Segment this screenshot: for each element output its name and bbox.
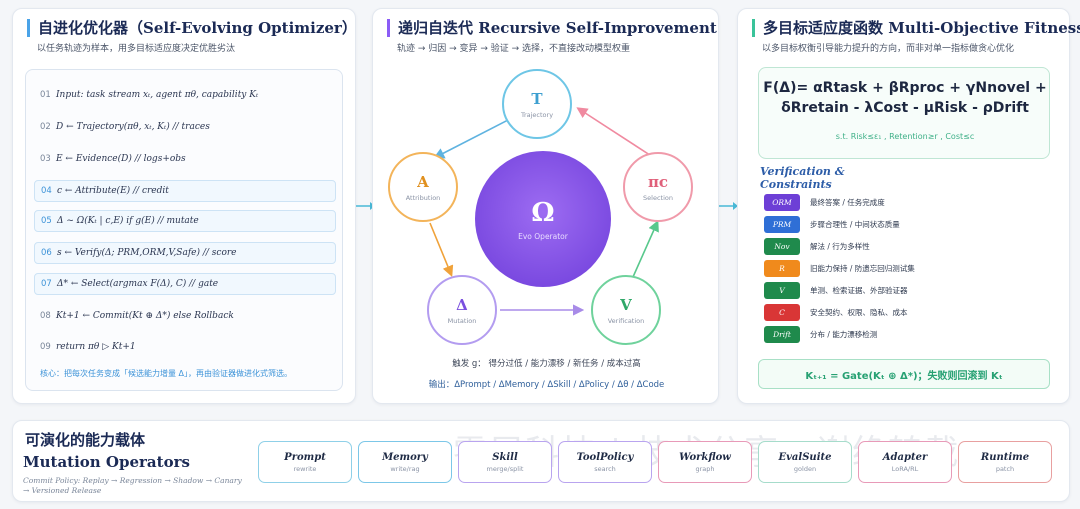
mutation-operators-panel: 零屋科技 | 技术分享，谢绝转载 可演化的能力载体 Mutation Opera…: [12, 420, 1070, 502]
evo-operator-label: Evo Operator: [518, 232, 569, 241]
verification-title: Verification &Constraints: [760, 165, 845, 191]
formula-line-2: δRretain - λCost - μRisk - ρDrift: [781, 100, 1029, 116]
badge-c: C: [764, 303, 800, 321]
trigger-note: 触发 g： 得分过低 / 能力漂移 / 新任务 / 成本过高: [452, 359, 641, 369]
optimizer-panel: 自进化优化器（Self-Evolving Optimizer） 以任务轨迹为样本…: [12, 8, 357, 404]
edge-trajectory-attribution: [433, 118, 511, 159]
cycle-diagram: Ω Evo Operator: [429, 107, 659, 316]
commit-policy: Commit Policy: Replay → Regression → Sha…: [23, 476, 242, 495]
badge-nov: Nov: [764, 237, 800, 255]
formula-line-1: F(Δ)= αRtask + βRproc + γNnovel +: [763, 80, 1047, 96]
output-note: 输出：ΔPrompt / ΔMemory / ΔSkill / ΔPolicy …: [428, 380, 665, 390]
edge-selection-trajectory: [576, 107, 657, 160]
badge-prm: PRM: [764, 215, 800, 233]
recursive-title: 递归自迭代 Recursive Self-Improvement: [387, 19, 717, 37]
badge-v: V: [764, 281, 800, 299]
recursive-panel: 递归自迭代 Recursive Self-Improvement 轨迹 → 归因…: [372, 8, 719, 404]
edge-attribution-mutation: [429, 222, 454, 277]
formula-constraints: s.t. Risk≤ε₁ , Retention≥r , Cost≤c: [835, 132, 975, 141]
badge-r: R: [764, 259, 800, 277]
edge-verification-selection: [632, 220, 659, 278]
optimizer-title: 自进化优化器（Self-Evolving Optimizer）: [27, 19, 357, 37]
badge-drift: Drift: [764, 325, 800, 343]
fitness-panel: 多目标适应度函数 Multi-Objective Fitness 以多目标权衡引…: [737, 8, 1080, 404]
fitness-subtitle: 以多目标权衡引导能力提升的方向，而非对单一指标做贪心优化: [762, 44, 1015, 54]
gate-formula: Kₜ₊₁ = Gate(Kₜ ⊕ Δ*)；失败则回滚到 Kₜ: [758, 359, 1050, 389]
operators-title-cn: 可演化的能力载体: [25, 431, 146, 449]
fitness-title: 多目标适应度函数 Multi-Objective Fitness: [752, 19, 1080, 37]
core-note: 核心：把每次任务变成「候选能力增量 Δ」，再由验证器做进化式筛选。: [40, 369, 293, 378]
fitness-formula-box: F(Δ)= αRtask + βRproc + γNnovel + δRreta…: [758, 67, 1050, 159]
evo-operator-core: [475, 151, 611, 287]
recursive-subtitle: 轨迹 → 归因 → 变异 → 验证 → 选择，不直接改动模型权重: [397, 44, 631, 54]
operators-title-en: Mutation Operators: [23, 453, 190, 471]
evo-operator-symbol: Ω: [531, 198, 554, 228]
badge-orm: ORM: [764, 193, 800, 211]
optimizer-subtitle: 以任务轨迹为样本，用多目标适应度决定优胜劣汰: [37, 44, 236, 54]
arrow-center-to-right: [719, 202, 738, 210]
